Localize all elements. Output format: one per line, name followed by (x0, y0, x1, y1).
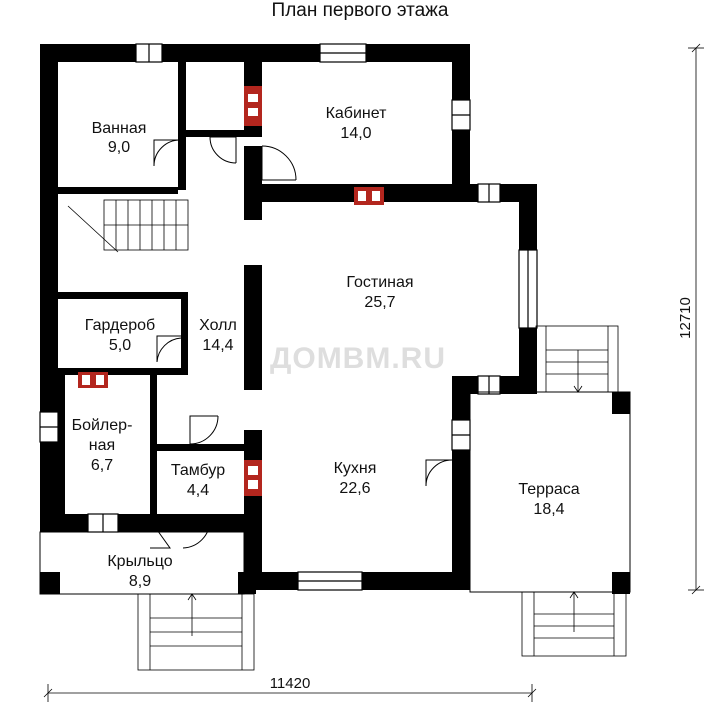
room-label: Терраса (518, 481, 579, 498)
room-label-2: ная (89, 437, 115, 454)
room-area: 8,9 (129, 573, 151, 590)
room-terrace: Терраса 18,4 (518, 481, 579, 518)
dimension-depth: 12710 (677, 297, 694, 339)
porch-steps (137, 593, 255, 671)
dimension-width: 11420 (270, 675, 311, 692)
plan-title: План первого этажа (271, 0, 449, 21)
stairs (67, 199, 189, 253)
room-porch: Крыльцо 8,9 (107, 553, 172, 590)
room-area: 18,4 (533, 501, 564, 518)
room-kitchen: Кухня 22,6 (334, 460, 377, 497)
windows (39, 43, 538, 591)
watermark: ДОМВМ.RU (270, 342, 446, 375)
room-area: 25,7 (364, 294, 395, 311)
terrace-posts (612, 392, 630, 594)
dimension-lines (43, 43, 704, 702)
room-hall: Холл 14,4 (199, 317, 237, 354)
room-area: 22,6 (339, 480, 370, 497)
porch-post (40, 572, 60, 594)
porch-post-2 (238, 572, 256, 594)
room-area: 4,4 (187, 482, 209, 499)
room-vestibule: Тамбур 4,4 (171, 462, 225, 499)
hall-partition-2 (244, 384, 262, 390)
room-area: 6,7 (91, 457, 113, 474)
room-area: 9,0 (108, 139, 130, 156)
room-living: Гостиная 25,7 (346, 274, 413, 311)
room-label: Кухня (334, 460, 377, 477)
room-label: Гостиная (346, 274, 413, 291)
room-label: Холл (199, 317, 237, 334)
room-area: 14,0 (340, 125, 371, 142)
chimney-1 (244, 86, 262, 126)
doors (149, 136, 453, 549)
terrace-steps-top (535, 325, 619, 393)
chimneys (78, 86, 384, 496)
room-wardrobe: Гардероб 5,0 (85, 317, 155, 354)
hall-partition (244, 265, 262, 271)
terrace-steps-bottom (521, 591, 627, 657)
room-area: 14,4 (202, 337, 233, 354)
room-label: Бойлер- (72, 417, 133, 434)
chimney-4 (244, 460, 262, 496)
room-bathroom: Ванная 9,0 (92, 120, 147, 156)
room-label: Кабинет (326, 105, 388, 122)
room-label: Тамбур (171, 462, 225, 479)
room-label: Крыльцо (107, 553, 172, 570)
room-area: 5,0 (109, 337, 131, 354)
room-label: Ванная (92, 120, 147, 137)
room-boiler: Бойлер- ная 6,7 (72, 417, 133, 474)
room-label: Гардероб (85, 317, 155, 334)
room-office: Кабинет 14,0 (326, 105, 388, 142)
